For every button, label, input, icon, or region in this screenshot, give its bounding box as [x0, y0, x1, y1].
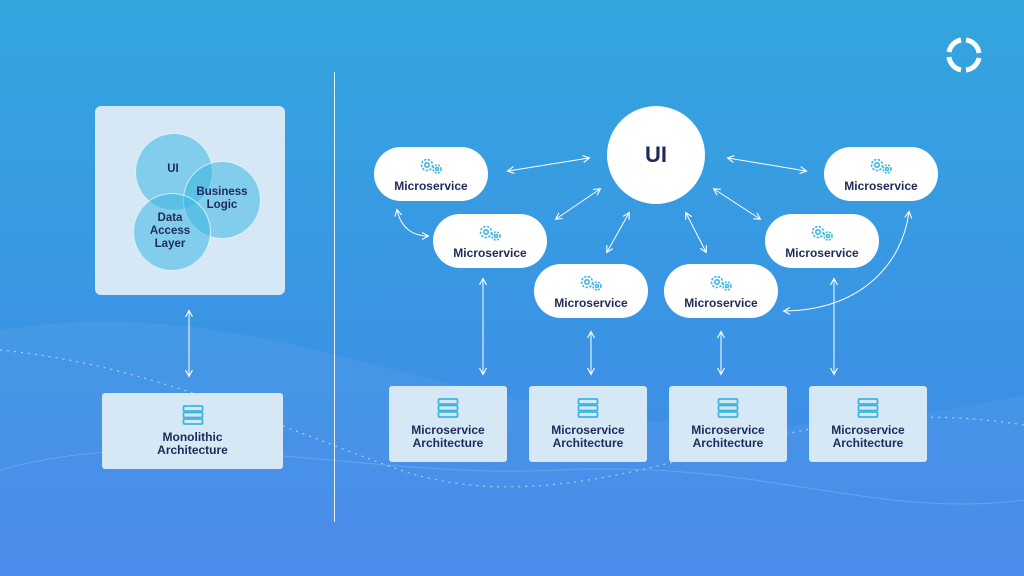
- gears-icon: [808, 223, 836, 243]
- server-icon: [437, 398, 459, 418]
- monolithic-architecture-box: Monolithic Architecture: [102, 393, 283, 469]
- arrow-ms6-ms4: [784, 212, 909, 311]
- ui-hub-label: UI: [645, 142, 667, 167]
- microservice-architecture-box-4: Microservice Architecture: [809, 386, 927, 462]
- monolithic-architecture-label: Monolithic Architecture: [157, 430, 228, 457]
- microservice-architecture-label: Microservice Architecture: [691, 423, 765, 450]
- section-divider: [334, 72, 335, 522]
- arrow-ui-ms4: [686, 213, 706, 252]
- gears-icon: [577, 273, 605, 293]
- venn-label-data-access-layer: Data Access Layer: [149, 212, 191, 250]
- microservice-label: Microservice: [453, 245, 527, 260]
- venn-circle-data-access: [133, 193, 211, 271]
- ui-hub-circle: UI: [607, 106, 705, 204]
- arrow-ui-ms2: [556, 189, 600, 219]
- microservice-label: Microservice: [554, 295, 628, 310]
- arrow-ui-ms6: [728, 158, 806, 171]
- ring-logo-icon: [946, 37, 982, 73]
- gears-icon: [867, 156, 895, 176]
- server-icon: [717, 398, 739, 418]
- venn-label-ui: UI: [167, 163, 179, 175]
- microservice-architecture-box-3: Microservice Architecture: [669, 386, 787, 462]
- microservice-label: Microservice: [394, 178, 468, 193]
- microservice-node-3: Microservice: [534, 264, 648, 318]
- server-icon: [577, 398, 599, 418]
- gears-icon: [417, 156, 445, 176]
- venn-label-business-logic: Business Logic: [196, 186, 248, 211]
- arrow-ms1-ms2: [397, 210, 428, 236]
- microservice-architecture-label: Microservice Architecture: [831, 423, 905, 450]
- microservice-label: Microservice: [684, 295, 758, 310]
- microservice-architecture-label: Microservice Architecture: [551, 423, 625, 450]
- server-icon: [182, 405, 204, 425]
- microservice-architecture-box-2: Microservice Architecture: [529, 386, 647, 462]
- microservice-label: Microservice: [844, 178, 918, 193]
- microservice-architecture-box-1: Microservice Architecture: [389, 386, 507, 462]
- gears-icon: [476, 223, 504, 243]
- arrow-ui-ms3: [607, 213, 629, 252]
- microservice-node-4: Microservice: [664, 264, 778, 318]
- microservice-architecture-label: Microservice Architecture: [411, 423, 485, 450]
- microservice-node-2: Microservice: [433, 214, 547, 268]
- monolith-venn-panel: UI Business Logic Data Access Layer: [95, 106, 285, 295]
- arrow-ui-ms5: [714, 189, 760, 219]
- microservice-node-5: Microservice: [765, 214, 879, 268]
- microservice-label: Microservice: [785, 245, 859, 260]
- arrow-ms1-ui: [508, 158, 589, 171]
- server-icon: [857, 398, 879, 418]
- microservice-node-6: Microservice: [824, 147, 938, 201]
- gears-icon: [707, 273, 735, 293]
- microservice-node-1: Microservice: [374, 147, 488, 201]
